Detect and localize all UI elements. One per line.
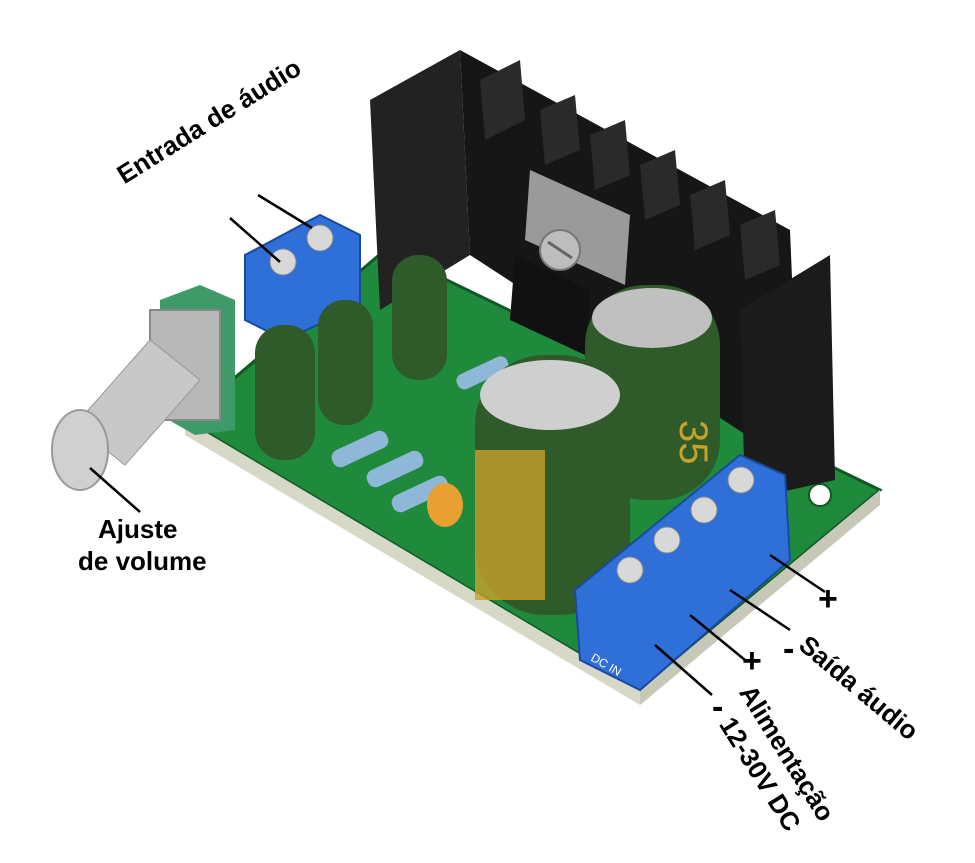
audio-output-plus-sign: +: [818, 580, 838, 618]
volume-adjust-label-line1: Ajuste: [98, 514, 178, 544]
power-minus-sign: -: [712, 688, 724, 726]
pointer-lines: [89, 193, 826, 696]
power-plus-sign: +: [742, 642, 762, 680]
large-capacitors: 35: [475, 285, 720, 615]
resistors: [331, 356, 509, 527]
mounting-hole: [808, 483, 832, 507]
cap-value-1: 35: [671, 420, 715, 465]
power-output-terminal: [573, 453, 792, 692]
pcb-edge: [185, 420, 640, 705]
audio-output-minus-sign: -: [783, 630, 795, 668]
ceramic-capacitor: [427, 483, 463, 527]
volume-adjust-label-line2: de volume: [78, 546, 207, 576]
volume-potentiometer: [51, 285, 235, 491]
small-capacitors: [255, 255, 447, 460]
